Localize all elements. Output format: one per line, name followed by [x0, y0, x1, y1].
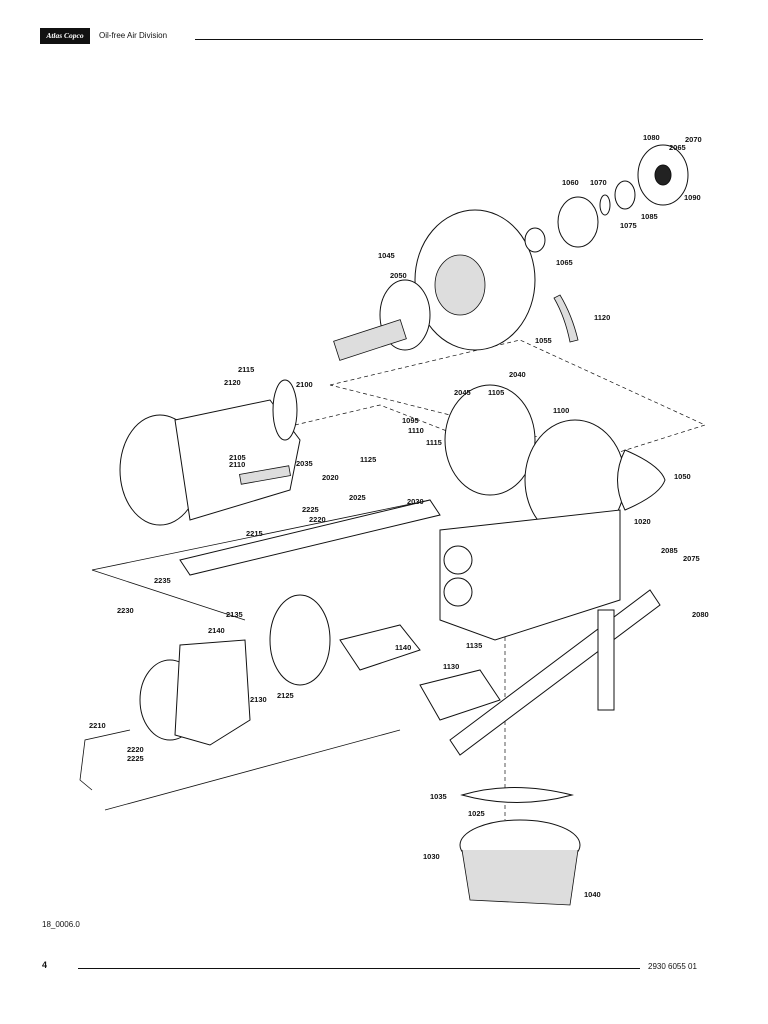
callout-1025: 1025 — [468, 809, 485, 818]
division-title: Oil-free Air Division — [99, 31, 168, 40]
pipe-2210 — [79, 729, 131, 791]
callout-2135: 2135 — [226, 610, 243, 619]
callout-2030: 2030 — [407, 497, 424, 506]
callout-1100: 1100 — [553, 406, 569, 415]
pipe-2225 — [239, 465, 291, 485]
callout-2100: 2100 — [296, 380, 313, 389]
callout-1135: 1135 — [466, 641, 482, 650]
callout-1080: 1080 — [643, 133, 660, 142]
callout-2125: 2125 — [277, 691, 294, 700]
shaft — [333, 319, 407, 361]
callout-2020: 2020 — [322, 473, 339, 482]
lp-element-housing — [174, 399, 301, 521]
callout-1140: 1140 — [395, 643, 411, 652]
frame-beam-upper — [179, 499, 441, 576]
document-code: 2930 6055 01 — [648, 962, 697, 971]
frame-leg — [597, 609, 615, 711]
callout-1115-left: 1115 — [426, 438, 442, 447]
plate-2125 — [269, 594, 331, 686]
callout-2025: 2025 — [349, 493, 366, 502]
gasket-2100 — [272, 379, 298, 441]
callout-1110-left: 1110 — [408, 426, 424, 435]
bearing-1060 — [557, 196, 599, 248]
cover-bore — [654, 164, 672, 186]
callout-2085-top: 2085 — [661, 546, 678, 555]
callout-1060: 1060 — [562, 178, 579, 187]
block-right — [419, 669, 501, 721]
callout-1075: 1075 — [620, 221, 637, 230]
gasket-1035 — [460, 787, 574, 803]
callout-1065: 1065 — [556, 258, 573, 267]
callout-2110: 2110 — [229, 460, 245, 469]
callout-1040: 1040 — [584, 890, 601, 899]
callout-1120: 1120 — [594, 313, 610, 322]
callout-2065: 2065 — [669, 143, 686, 152]
callout-1045: 1045 — [378, 251, 395, 260]
callout-2225-top: 2225 — [302, 505, 319, 514]
footer-rule — [78, 968, 640, 969]
callout-2075-right: 2075 — [683, 554, 700, 563]
bearing-1075 — [614, 180, 636, 210]
seal-strip-1120 — [553, 294, 579, 343]
callout-2235-top: 2235 — [154, 576, 171, 585]
callout-1035: 1035 — [430, 792, 447, 801]
hub-2050 — [434, 254, 486, 316]
casing-port-top — [443, 545, 473, 575]
callout-1030: 1030 — [423, 852, 440, 861]
callout-2045-top: 2045 — [454, 388, 471, 397]
sump-body — [461, 849, 579, 906]
figure-id: 18_0006.0 — [42, 920, 80, 929]
callout-2120: 2120 — [224, 378, 241, 387]
callout-2220-bottom: 2220 — [127, 745, 144, 754]
assembly-line-lower — [104, 729, 401, 811]
casing-port-bottom — [443, 577, 473, 607]
callout-1090: 1090 — [684, 193, 701, 202]
callout-2225-bottom: 2225 — [127, 754, 144, 763]
hp-element-housing — [174, 639, 251, 746]
callout-1105-top: 1105 — [488, 388, 504, 397]
callout-2040-top: 2040 — [509, 370, 526, 379]
block-left — [339, 624, 421, 671]
callouts: 1080 2070 2065 1060 1070 1090 1085 1075 … — [89, 133, 709, 899]
callout-2115: 2115 — [238, 365, 254, 374]
callout-2035: 2035 — [296, 459, 313, 468]
callout-2080: 2080 — [692, 610, 709, 619]
dashed-frame-left — [294, 404, 471, 441]
assembly-line-bottom — [91, 569, 246, 621]
callout-2070: 2070 — [685, 135, 702, 144]
callout-1085: 1085 — [641, 212, 658, 221]
callout-2140: 2140 — [208, 626, 225, 635]
callout-1020: 1020 — [634, 517, 651, 526]
callout-1125: 1125 — [360, 455, 376, 464]
callout-2050: 2050 — [390, 271, 407, 280]
callout-2230: 2230 — [117, 606, 134, 615]
gasket-opening — [444, 384, 536, 496]
callout-1095: 1095 — [402, 416, 419, 425]
callout-2220-top: 2220 — [309, 515, 326, 524]
callout-2105: 2105 — [229, 453, 246, 462]
callout-1130: 1130 — [443, 662, 459, 671]
callout-1055: 1055 — [535, 336, 552, 345]
casing-body — [439, 509, 621, 641]
callout-2210: 2210 — [89, 721, 106, 730]
callout-1070: 1070 — [590, 178, 607, 187]
page-number: 4 — [42, 960, 48, 970]
brand-logo: Atlas Copco — [40, 28, 90, 44]
circlip-1070 — [599, 194, 611, 216]
assembly-line-left — [91, 499, 431, 571]
callout-2215: 2215 — [246, 529, 263, 538]
callout-2130: 2130 — [250, 695, 267, 704]
ring-1065 — [524, 227, 546, 253]
gasket-1050 — [617, 449, 666, 511]
callout-1050: 1050 — [674, 472, 691, 481]
header-rule — [195, 39, 703, 40]
